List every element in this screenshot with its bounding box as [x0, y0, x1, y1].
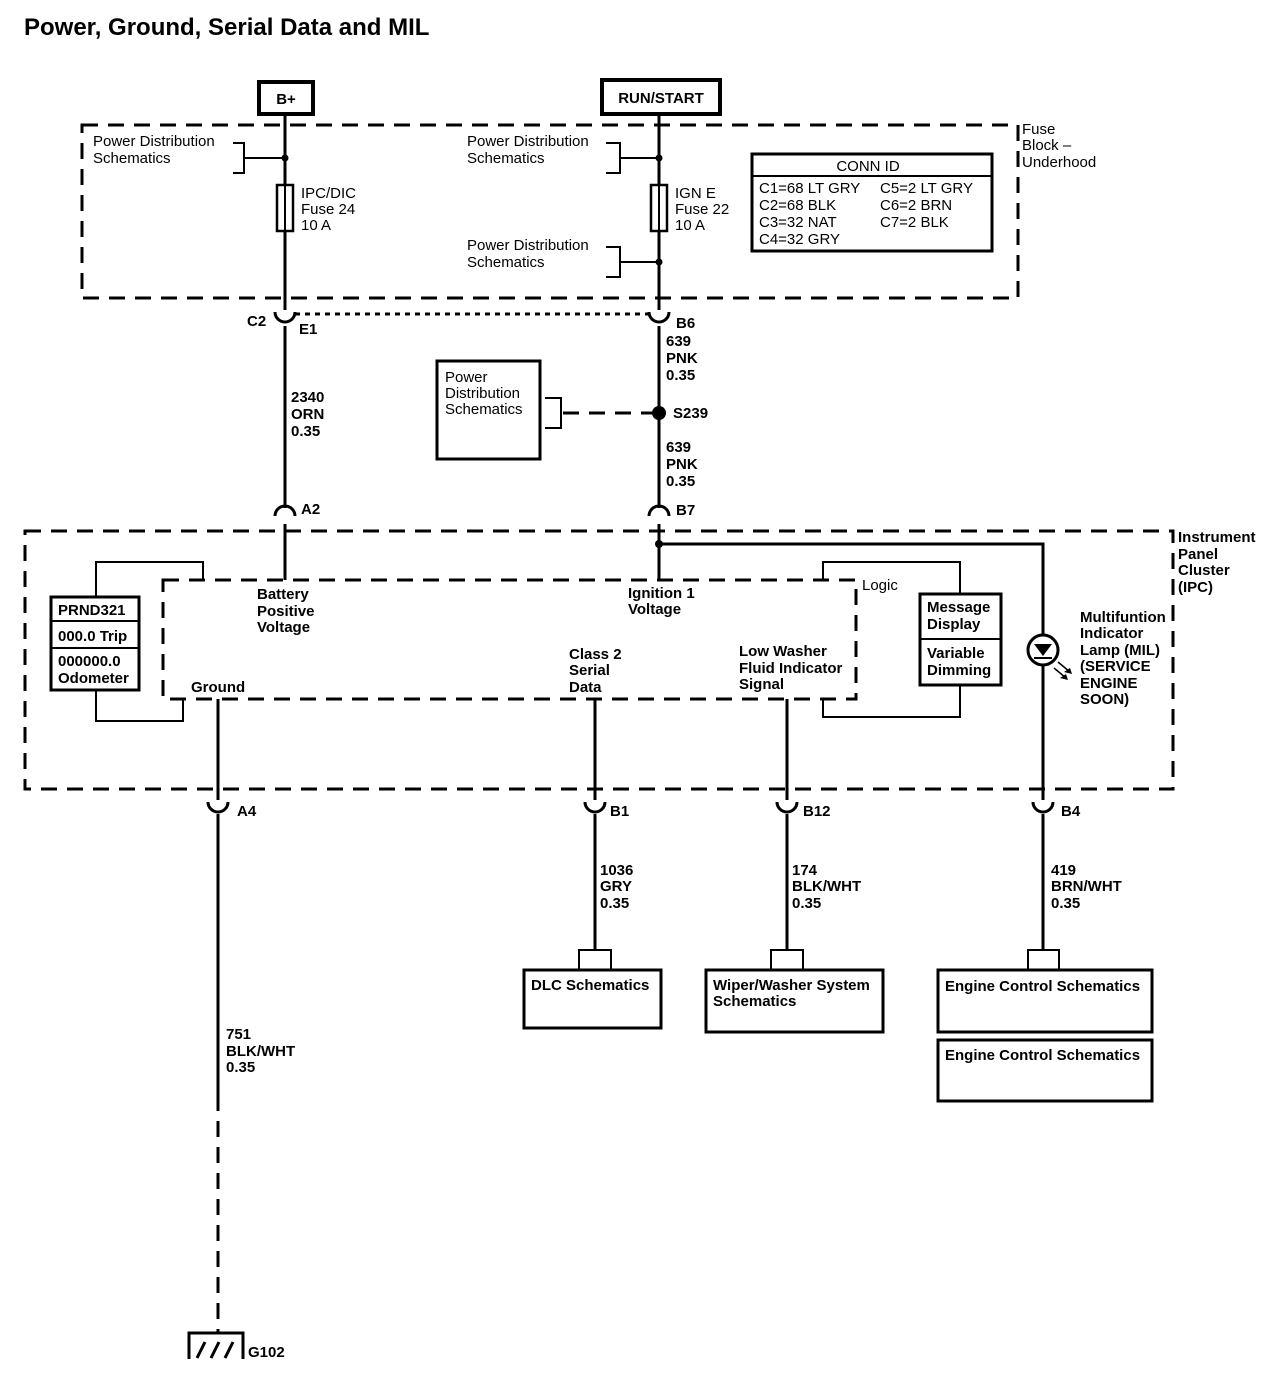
pds-splice-box-label: Power Distribution Schematics: [445, 369, 524, 418]
conn-id-c1: C1=68 LT GRY: [759, 180, 860, 197]
conn-id-table: CONN ID C1=68 LT GRY C5=2 LT GRY C2=68 B…: [750, 152, 994, 253]
ipc-outline: [23, 529, 1175, 791]
connector-b1: [583, 801, 607, 814]
ground-g102-label: G102: [248, 1344, 285, 1361]
connector-b7: [647, 504, 671, 517]
splice-pds-bracket: [545, 397, 562, 429]
message-display-label: Message Display: [927, 599, 995, 633]
fuse-22-label: IGN E Fuse 22 10 A: [675, 185, 733, 234]
pds-left-label: Power Distribution Schematics: [93, 133, 219, 167]
wiper-connector: [770, 949, 804, 970]
ignition-voltage-label: Ignition 1 Voltage: [628, 585, 699, 618]
bplus-source: B+: [257, 80, 315, 116]
pds-splice-box: Power Distribution Schematics: [435, 359, 542, 461]
connector-b6: [647, 311, 671, 324]
connector-a2: [273, 504, 297, 517]
engine-control-label-2: Engine Control Schematics: [945, 1047, 1140, 1064]
engine-control-schematics-box-2: Engine Control Schematics: [936, 1038, 1154, 1103]
odometer-display: PRND321 000.0 Trip 000000.0 Odometer: [49, 595, 141, 692]
engine-connector: [1027, 949, 1060, 970]
connector-e1-label: E1: [299, 321, 317, 338]
connector-b4-label: B4: [1061, 803, 1081, 820]
odo-connector-bottom: [95, 690, 184, 722]
mil-lamp-icon: [1026, 633, 1072, 680]
connector-b12-label: B12: [803, 803, 831, 820]
conn-id-c4: C4=32 GRY: [759, 231, 840, 248]
battery-voltage-label: Battery Positive Voltage: [257, 586, 319, 636]
wire-639-upper-label: 639 PNK 0.35: [666, 333, 702, 384]
pds-left-bracket: [233, 142, 285, 174]
conn-id-c3: C3=32 NAT: [759, 214, 837, 231]
run-start-label: RUN/START: [618, 90, 704, 107]
wiper-washer-schematics-label: Wiper/Washer System Schematics: [713, 977, 874, 1010]
message-connector-top: [822, 561, 961, 594]
wire-1036-label: 1036 GRY 0.35: [600, 862, 638, 912]
splice-s239: [652, 406, 666, 420]
pds-mid-bot-bracket: [606, 246, 659, 278]
odo-connector-top: [95, 561, 204, 597]
wire-419-label: 419 BRN/WHT 0.35: [1051, 862, 1126, 912]
run-start-source: RUN/START: [600, 78, 722, 116]
conn-id-title: CONN ID: [836, 158, 900, 175]
conn-id-c2: C2=68 BLK: [759, 197, 836, 214]
logic-label: Logic: [862, 577, 898, 594]
connector-b6-label: B6: [676, 315, 695, 332]
connector-a4: [206, 801, 230, 814]
dlc-schematics-box: DLC Schematics: [522, 968, 663, 1030]
message-connector-bottom: [822, 685, 961, 718]
pds-mid-top-bracket: [606, 142, 659, 174]
pds-mid-bot-label: Power Distribution Schematics: [467, 237, 593, 271]
engine-control-schematics-box-1: Engine Control Schematics: [936, 968, 1154, 1034]
dlc-schematics-label: DLC Schematics: [531, 977, 649, 994]
wiper-washer-schematics-box: Wiper/Washer System Schematics: [704, 968, 885, 1034]
message-display: Message Display Variable Dimming: [918, 592, 1003, 687]
ground-g102-icon: [187, 1330, 245, 1359]
odometer-label: 000000.0 Odometer: [58, 653, 129, 687]
washer-signal-label: Low Washer Fluid Indicator Signal: [739, 643, 847, 693]
conn-id-c6: C6=2 BRN: [880, 197, 952, 214]
connector-a2-label: A2: [301, 501, 320, 518]
ipc-label: Instrument Panel Cluster (IPC): [1178, 529, 1260, 596]
splice-s239-label: S239: [673, 405, 708, 422]
pds-mid-top-label: Power Distribution Schematics: [467, 133, 593, 167]
class2-label: Class 2 Serial Data: [569, 646, 626, 696]
mil-feed-wire: [659, 542, 1045, 800]
connector-c2-e1: [273, 311, 297, 324]
wire-2340-label: 2340 ORN 0.35: [291, 389, 329, 440]
wire-639-lower-label: 639 PNK 0.35: [666, 439, 702, 490]
variable-dimming-label: Variable Dimming: [927, 645, 991, 679]
connector-a4-label: A4: [237, 803, 257, 820]
conn-id-c7: C7=2 BLK: [880, 214, 949, 231]
mil-label: Multifuntion Indicator Lamp (MIL) (SERVI…: [1080, 609, 1170, 708]
connector-c2-label: C2: [247, 313, 266, 330]
dlc-connector: [578, 949, 612, 970]
wire-751-label: 751 BLK/WHT 0.35: [226, 1026, 299, 1076]
trip-label: 000.0 Trip: [58, 628, 127, 645]
ground-label: Ground: [191, 679, 245, 696]
prnd-label: PRND321: [58, 602, 126, 619]
connector-b12: [775, 801, 799, 814]
fuse-24-label: IPC/DIC Fuse 24 10 A: [301, 185, 360, 234]
connector-b7-label: B7: [676, 502, 695, 519]
diagram-title: Power, Ground, Serial Data and MIL: [24, 14, 429, 41]
conn-id-c5: C5=2 LT GRY: [880, 180, 973, 197]
bplus-label: B+: [276, 91, 296, 108]
logic-outline: [161, 578, 858, 701]
engine-control-label-1: Engine Control Schematics: [945, 978, 1140, 995]
fuse-block-outline: [80, 123, 1020, 300]
connector-b1-label: B1: [610, 803, 629, 820]
connector-b4: [1031, 801, 1055, 814]
wire-174-label: 174 BLK/WHT 0.35: [792, 862, 865, 912]
fuse-block-label: Fuse Block – Underhood: [1022, 121, 1096, 171]
